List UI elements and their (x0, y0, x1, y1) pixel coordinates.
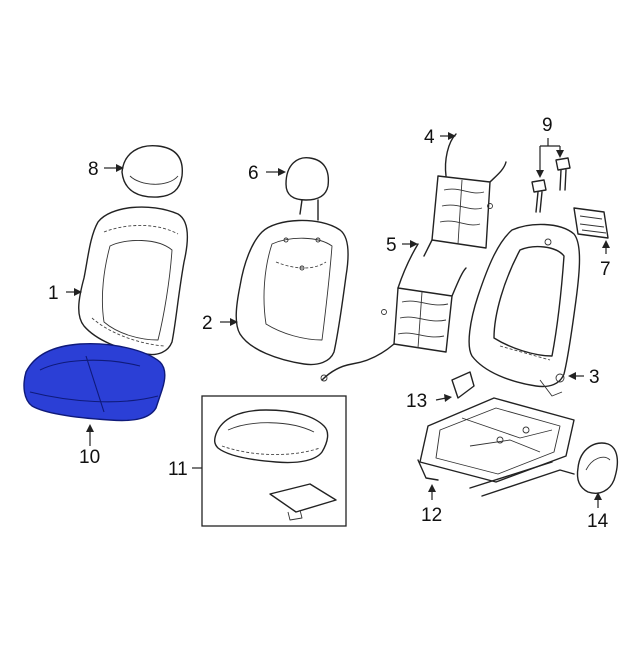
part-3-seatback-frame (468, 223, 581, 397)
callout-3: 3 (589, 367, 600, 388)
callout-6: 6 (248, 163, 259, 184)
callout-12: 12 (421, 505, 442, 526)
callout-11: 11 (168, 459, 188, 480)
callout-13: 13 (406, 391, 427, 412)
part-10-seat-cushion-highlighted (23, 342, 166, 422)
callout-14: 14 (587, 511, 609, 532)
callout-8: 8 (88, 159, 99, 180)
part-8-headrest (121, 145, 183, 198)
part-2-seatback-panel (235, 219, 349, 366)
part-5-lumbar-mat (320, 243, 467, 382)
part-11-inset-box (201, 395, 347, 527)
leaders (66, 132, 610, 508)
part-7-bracket (573, 207, 609, 239)
part-4-support-mat (423, 133, 507, 257)
part-14-side-shield (576, 442, 619, 494)
callout-9: 9 (542, 115, 553, 136)
callout-labels: 8 1 10 6 2 4 5 9 7 3 13 11 12 14 (48, 115, 611, 532)
part-13-trim (451, 371, 475, 399)
part-6-headrest (285, 157, 330, 221)
callout-7: 7 (600, 259, 611, 280)
callout-2: 2 (202, 313, 213, 334)
part-12-seat-track (417, 397, 575, 497)
callout-1: 1 (48, 283, 59, 304)
callout-5: 5 (386, 235, 397, 256)
part-9-bolts (531, 157, 571, 213)
callout-4: 4 (424, 127, 435, 148)
callout-10: 10 (79, 447, 100, 468)
part-1-seatback-cover (78, 206, 189, 356)
